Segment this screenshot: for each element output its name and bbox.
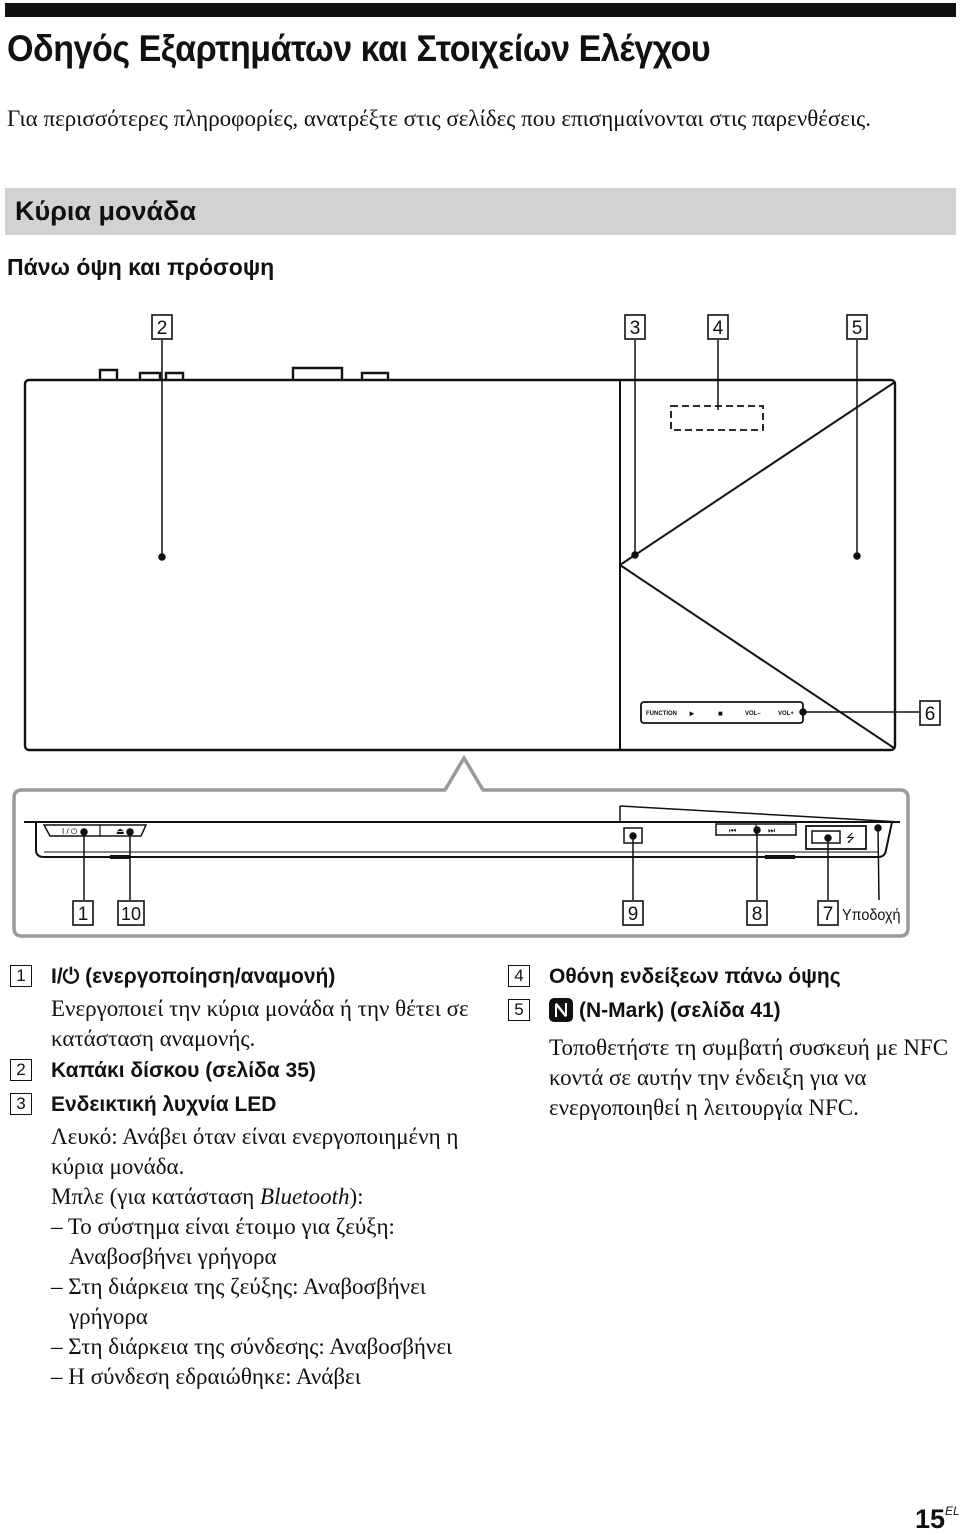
item-heading: I/⏻ (ενεργοποίηση/αναμονή) — [51, 960, 472, 994]
callout-9: 9 — [622, 900, 644, 926]
callout-10: 10 — [117, 900, 145, 926]
subsection-title: Πάνω όψη και πρόσοψη — [7, 254, 275, 280]
callouts-front: 1 10 9 8 7 Υποδοχή — [72, 900, 901, 926]
left-column: 1 I/⏻ (ενεργοποίηση/αναμονή) Ενεργοποιεί… — [7, 960, 472, 1392]
top-rule — [5, 3, 956, 17]
item-description: Ενεργοποιεί την κύρια μονάδα ή την θέτει… — [51, 996, 469, 1051]
page-language-code: EL — [945, 1504, 960, 1518]
item-4: 4 Οθόνη ενδείξεων πάνω όψης — [505, 960, 955, 994]
page-title: Οδηγός Εξαρτημάτων και Στοιχείων Ελέγχου — [7, 28, 711, 69]
usb-port[interactable] — [805, 825, 867, 850]
blue-suffix: ): — [349, 1184, 364, 1209]
item-3: 3 Ενδεικτική λυχνία LED Λευκό: Ανάβει ότ… — [7, 1088, 472, 1392]
callout-1: 1 — [72, 900, 94, 926]
top-knob — [164, 371, 185, 380]
next-button[interactable]: ⏭ — [768, 826, 775, 835]
power-icon: I/⏻ — [51, 965, 80, 988]
display-indicator — [670, 405, 764, 431]
state-line: – Στη διάρκεια της σύνδεσης: Αναβοσβήνει — [51, 1334, 453, 1359]
item-description: Λευκό: Ανάβει όταν είναι ενεργοποιημένη … — [51, 1124, 459, 1179]
leaders-top — [158, 340, 919, 716]
vol-minus-button[interactable]: VOL– — [745, 711, 761, 717]
top-knob — [360, 371, 390, 380]
item-number: 5 — [508, 999, 530, 1021]
bluetooth-term: Bluetooth — [260, 1184, 350, 1209]
play-button[interactable]: ► — [688, 709, 696, 718]
item-2: 2 Καπάκι δίσκου (σελίδα 35) — [7, 1054, 472, 1088]
top-view-body — [23, 378, 897, 752]
top-view — [23, 366, 897, 752]
item-1: 1 I/⏻ (ενεργοποίηση/αναμονή) Ενεργοποιεί… — [7, 960, 472, 1054]
section-band — [5, 188, 956, 235]
usb-icon: ⭍ — [846, 832, 855, 845]
leaders-front — [80, 824, 882, 901]
callout-label: 2 — [157, 318, 168, 339]
callout-label: 5 — [852, 318, 863, 339]
panel-labels: FUNCTION ► ■ VOL– VOL+ — [646, 709, 794, 718]
callout-5: 5 — [846, 314, 868, 340]
vol-plus-button[interactable]: VOL+ — [778, 711, 794, 717]
top-diagonal — [619, 381, 896, 566]
state-line: – Η σύνδεση εδραιώθηκε: Ανάβει — [51, 1364, 361, 1389]
item-heading: (N-Mark) (σελίδα 41) — [549, 994, 955, 1033]
right-column: 4 Οθόνη ενδείξεων πάνω όψης 5 (N-Mark) (… — [505, 960, 955, 1123]
page-number: 15EL — [915, 1504, 960, 1535]
item-5: 5 (N-Mark) (σελίδα 41) Τοποθετήστε τη συ… — [505, 994, 955, 1123]
callout-2: 2 — [151, 314, 173, 340]
function-button[interactable]: FUNCTION — [646, 711, 677, 717]
item-number: 4 — [508, 965, 530, 987]
item-heading-text: (ενεργοποίηση/αναμονή) — [85, 965, 336, 988]
item-number: 1 — [10, 965, 32, 987]
unit-diagram: FUNCTION ► ■ VOL– VOL+ 2 3 4 5 — [12, 314, 941, 938]
callout-label: 9 — [628, 904, 639, 925]
section-title: Κύρια μονάδα — [15, 196, 197, 226]
stop-button[interactable]: ■ — [718, 709, 723, 718]
callout-6: 6 — [919, 700, 941, 726]
callout-label: 4 — [713, 318, 724, 339]
prev-button[interactable]: ⏮ — [729, 826, 736, 835]
callout-label: 8 — [752, 904, 763, 925]
item-number: 3 — [10, 1093, 32, 1115]
state-line: – Το σύστημα είναι έτοιμο για ζεύξη: Ανα… — [51, 1214, 395, 1269]
callouts-top: 2 3 4 5 6 — [151, 314, 941, 726]
callout-7: 7 — [817, 900, 839, 926]
callout-label: 7 — [823, 904, 834, 925]
top-knob — [138, 371, 162, 380]
item-heading: Οθόνη ενδείξεων πάνω όψης — [549, 965, 841, 988]
front-view-body — [24, 805, 901, 859]
callout-8: 8 — [746, 900, 768, 926]
blue-state-intro: Μπλε (για κατάσταση Bluetooth): — [51, 1182, 472, 1212]
item-heading: Καπάκι δίσκου (σελίδα 35) — [51, 1059, 316, 1082]
item-description: Τοποθετήστε τη συμβατή συσκευή με NFC κο… — [549, 1035, 949, 1120]
callout-3: 3 — [624, 314, 646, 340]
eject-button[interactable]: ⏏ — [116, 826, 125, 836]
state-line: – Στη διάρκεια της ζεύξης: Αναβοσβήνει γ… — [51, 1274, 426, 1329]
callout-label: 10 — [121, 904, 141, 924]
front-view-frame — [12, 754, 910, 938]
callout-label: 1 — [78, 904, 89, 925]
item-number: 2 — [10, 1059, 32, 1081]
top-knob — [98, 368, 119, 380]
page-number-value: 15 — [915, 1504, 946, 1534]
blue-prefix: Μπλε (για κατάσταση — [51, 1184, 261, 1209]
callout-label: 3 — [630, 318, 641, 339]
item-heading-text: (N-Mark) (σελίδα 41) — [579, 999, 781, 1022]
bottom-diagonal — [619, 564, 895, 749]
power-button[interactable]: I / ⏻ — [62, 827, 78, 836]
intro-text: Για περισσότερες πληροφορίες, ανατρέξτε … — [7, 106, 871, 131]
callout-label: 6 — [925, 704, 936, 725]
n-mark-icon — [549, 998, 573, 1033]
item-heading: Ενδεικτική λυχνία LED — [51, 1093, 277, 1116]
port-label: Υποδοχή — [842, 906, 901, 924]
front-button-labels: I / ⏻ ⏏ ⏮ ⏭ ⭍ — [62, 826, 855, 845]
callout-4: 4 — [707, 314, 729, 340]
top-knob — [291, 366, 344, 380]
